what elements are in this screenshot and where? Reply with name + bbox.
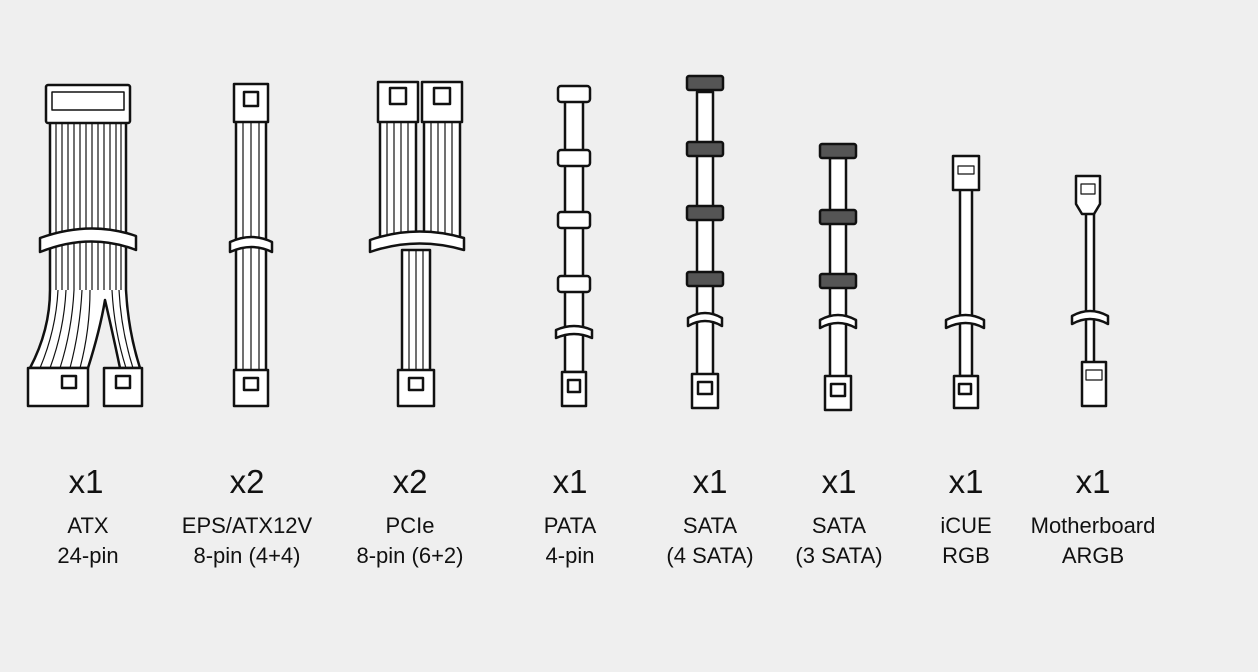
eps-8pin-cable-icon	[228, 82, 274, 408]
mb-argb-quantity: x1	[1075, 463, 1111, 500]
pcie-quantity: x2	[392, 463, 428, 500]
icue-quantity: x1	[948, 463, 984, 500]
icue-label-line1: iCUE	[940, 513, 992, 538]
eps-quantity: x2	[229, 463, 265, 500]
icue-rgb-cable-icon	[944, 154, 986, 410]
eps-label-line1: EPS/ATX12V	[181, 513, 313, 538]
sata-4-cable-icon	[685, 74, 725, 410]
sata3-quantity: x1	[821, 463, 857, 500]
mb-argb-label-line2: ARGB	[1061, 543, 1125, 568]
sata-3-cable-icon	[818, 142, 858, 412]
pcie-8pin-cable-icon	[368, 80, 466, 408]
sata4-label-line2: (4 SATA)	[666, 543, 754, 568]
eps-label-line2: 8-pin (4+4)	[193, 543, 301, 568]
sata3-label-line2: (3 SATA)	[795, 543, 883, 568]
pcie-label-line1: PCIe	[385, 513, 435, 538]
pata-4pin-cable-icon	[554, 84, 594, 408]
mb-argb-label-line1: Motherboard	[1030, 513, 1156, 538]
sata3-label-line1: SATA	[811, 513, 867, 538]
pata-label-line2: 4-pin	[545, 543, 595, 568]
atx-label-line2: 24-pin	[57, 543, 119, 568]
pata-label-line1: PATA	[543, 513, 597, 538]
motherboard-argb-cable-icon	[1070, 174, 1110, 408]
sata4-label-line1: SATA	[682, 513, 738, 538]
atx-24pin-cable-icon	[26, 83, 144, 408]
icue-label-line2: RGB	[942, 543, 990, 568]
atx-quantity: x1	[68, 463, 104, 500]
atx-label-line1: ATX	[67, 513, 109, 538]
sata4-quantity: x1	[692, 463, 728, 500]
pcie-label-line2: 8-pin (6+2)	[356, 543, 464, 568]
pata-quantity: x1	[552, 463, 588, 500]
